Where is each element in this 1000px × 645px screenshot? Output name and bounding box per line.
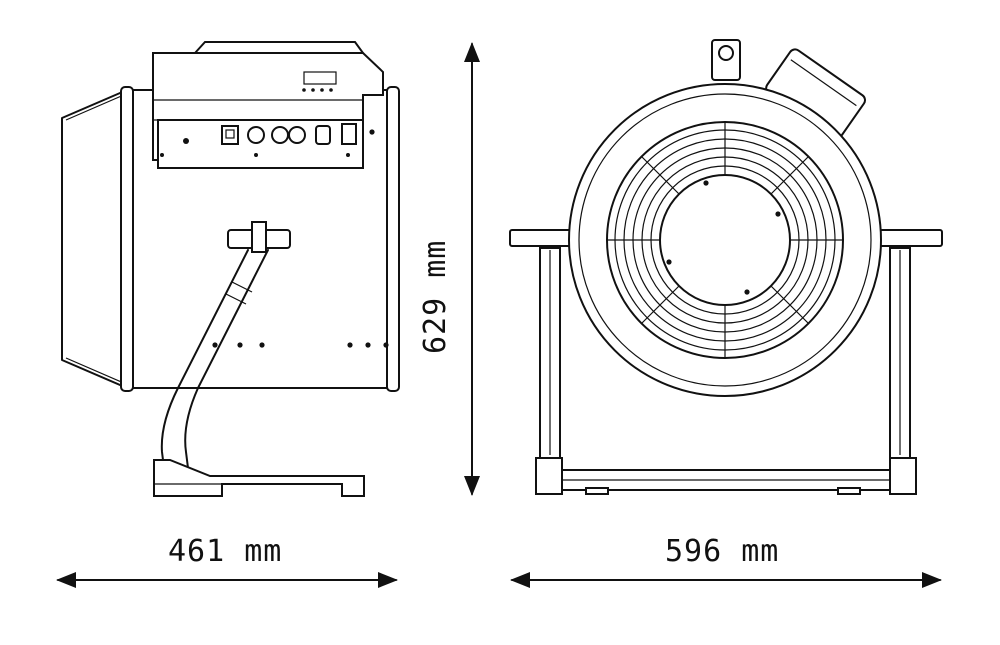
display-panel [303,71,337,85]
side-screws [212,129,389,348]
connector-panel [157,119,364,169]
depth-dimension-label: 461 mm [168,534,283,569]
height-dimension-label: 629 mm [418,239,453,354]
side-base [153,459,365,497]
side-yoke-arm [160,249,249,485]
fuse-holder [315,125,331,145]
right-bracket [879,229,943,247]
guard-spokes [607,122,843,358]
fan-guard [606,121,844,359]
side-nozzle [61,89,128,389]
dmx-out-connector [271,126,289,144]
left-bracket [509,229,573,247]
power-inlet [341,123,357,145]
side-view [61,41,400,497]
control-buttons [302,88,333,92]
width-dimension-label: 596 mm [665,534,780,569]
dmx-in-connector [247,126,265,144]
power-switch [221,125,239,145]
front-view [509,39,943,495]
